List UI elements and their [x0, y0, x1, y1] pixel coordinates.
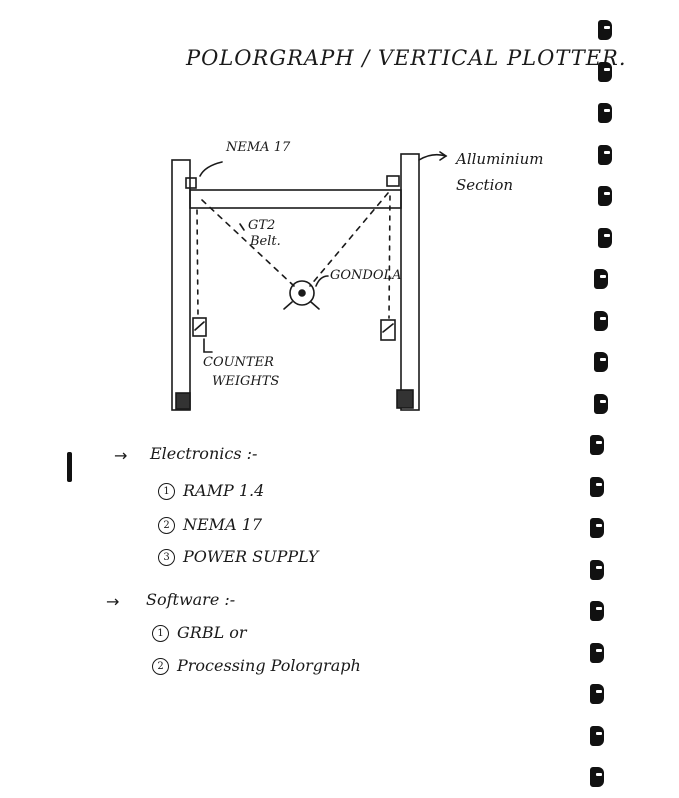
software-item-1: 1 GRBL or [152, 623, 247, 642]
notebook-ring-icon [590, 767, 604, 787]
counter-weights-label-line2: WEIGHTS [212, 374, 280, 389]
counter-weights-label-line1: COUNTER [203, 355, 274, 370]
left-weight-string [196, 209, 199, 317]
motor-label: NEMA 17 [226, 140, 291, 155]
belt-label-line2: Belt. [250, 234, 281, 249]
motor-arrow [199, 161, 223, 177]
notebook-ring-icon [594, 310, 608, 331]
section-label-line2: Section [456, 176, 514, 194]
circled-number-icon: 2 [158, 517, 175, 534]
electronics-item-text: POWER SUPPLY [183, 547, 319, 566]
notebook-ring-icon [590, 559, 604, 580]
gondola [289, 280, 315, 306]
left-upright [171, 159, 191, 411]
notebook-ring-icon [590, 642, 604, 663]
software-heading: Software :- [146, 590, 236, 609]
right-motor [386, 175, 400, 187]
left-upright-base [175, 392, 191, 410]
right-arrow-icon: → [114, 446, 128, 465]
left-motor [185, 177, 197, 189]
notebook-ring-icon [598, 186, 612, 206]
circled-number-icon: 1 [152, 625, 169, 642]
right-upright-base [396, 389, 414, 409]
right-counter-weight [380, 319, 396, 341]
notebook-ring-icon [590, 725, 604, 746]
margin-mark [67, 452, 72, 482]
circled-number-icon: 1 [158, 483, 175, 500]
notebook-ring-icon [598, 144, 612, 165]
left-counter-weight [192, 317, 207, 337]
notebook-ring-icon [590, 476, 604, 497]
notebook-rings [588, 20, 612, 798]
notebook-ring-icon [590, 684, 604, 704]
page-title: POLORGRAPH / VERTICAL PLOTTER. [186, 46, 627, 70]
electronics-heading: Electronics :- [150, 444, 258, 463]
gondola-arrow [315, 275, 329, 287]
right-weight-string [388, 195, 391, 319]
notebook-ring-icon [594, 352, 608, 372]
circled-number-icon: 3 [158, 549, 175, 566]
notebook-ring-icon [594, 269, 608, 289]
notebook-ring-icon [590, 601, 604, 621]
electronics-item-3: 3 POWER SUPPLY [158, 547, 318, 566]
software-item-text: GRBL or [177, 623, 247, 642]
right-arrow-icon: → [106, 592, 120, 611]
software-item-text: Processing Polorgraph [177, 656, 361, 675]
section-label-line1: Alluminium [456, 150, 544, 168]
circled-number-icon: 2 [152, 658, 169, 675]
notebook-ring-icon [598, 227, 612, 248]
electronics-item-text: NEMA 17 [183, 515, 263, 534]
right-upright [400, 153, 420, 411]
electronics-item-text: RAMP 1.4 [183, 481, 265, 500]
software-item-2: 2 Processing Polorgraph [152, 656, 361, 675]
belt-right [309, 192, 389, 287]
notebook-ring-icon [590, 518, 604, 538]
notebook-ring-icon [598, 20, 612, 40]
notebook-ring-icon [594, 393, 608, 414]
gondola-label: GONDOLA [330, 268, 402, 283]
notebook-ring-icon [598, 103, 612, 123]
belt-label-line1: GT2 [248, 218, 276, 233]
counter-pointer [203, 338, 213, 353]
notebook-ring-icon [590, 435, 604, 455]
notebook-ring-icon [598, 61, 612, 82]
section-arrow [418, 153, 447, 161]
electronics-item-1: 1 RAMP 1.4 [158, 481, 264, 500]
crossbar [189, 189, 402, 209]
electronics-item-2: 2 NEMA 17 [158, 515, 262, 534]
